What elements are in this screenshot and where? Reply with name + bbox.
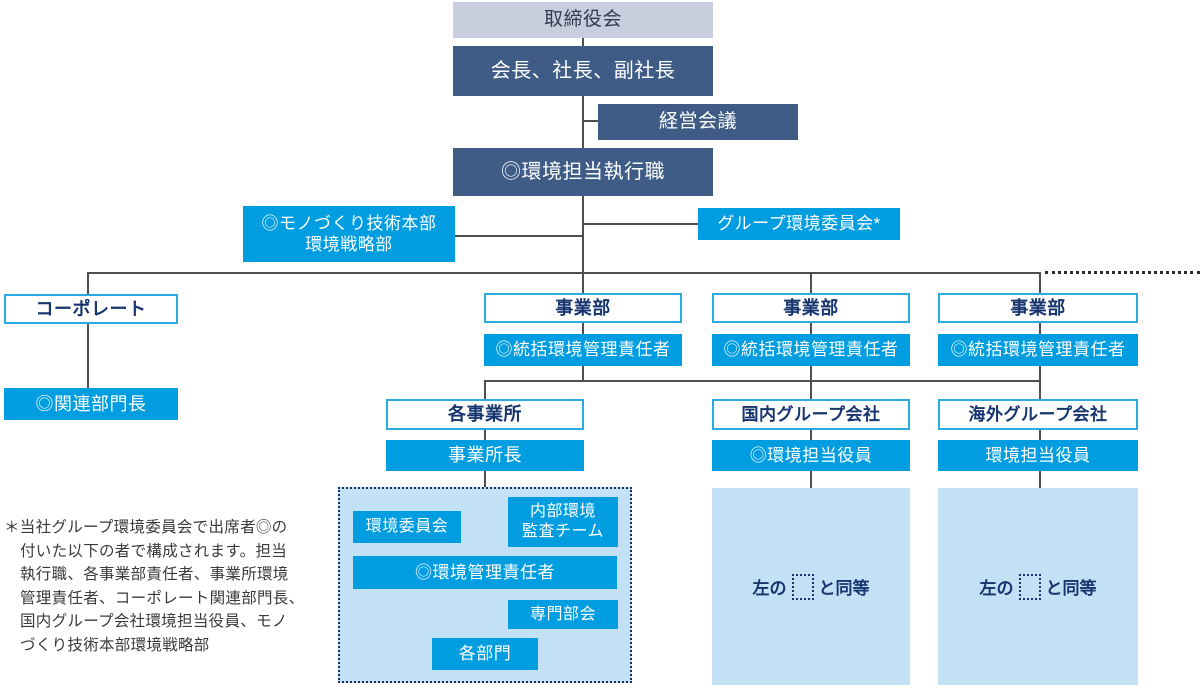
footnote-line: づくり技術本部環境戦略部 — [20, 636, 210, 654]
connector-line — [484, 380, 486, 399]
connector-line — [1039, 471, 1041, 488]
connector-line — [87, 324, 89, 388]
connector-line — [810, 323, 812, 334]
node-business-division-1: 事業部 — [484, 293, 682, 323]
node-group-env-committee: グループ環境委員会* — [698, 208, 900, 240]
node-site-manager: 事業所長 — [386, 440, 584, 471]
connector-line — [484, 380, 1041, 382]
node-expert-subcommittee: 専門部会 — [508, 600, 618, 629]
equivalence-prefix: 左の — [752, 579, 787, 598]
node-overseas-group-companies: 海外グループ会社 — [938, 399, 1138, 430]
equivalence-text: 左の と同等 — [979, 573, 1097, 600]
node-chief-env-manager-3: ◎統括環境管理責任者 — [938, 334, 1138, 366]
node-domestic-group-companies: 国内グループ会社 — [712, 399, 910, 430]
node-env-committee: 環境委員会 — [353, 511, 461, 543]
connector-line — [810, 366, 812, 400]
connector-line — [484, 430, 486, 440]
connector-line — [582, 96, 584, 148]
connector-line — [582, 323, 584, 334]
equivalence-suffix: と同等 — [1045, 579, 1097, 598]
connector-line — [1039, 366, 1041, 400]
node-corporate: コーポレート — [4, 294, 178, 324]
node-each-department: 各部門 — [432, 638, 538, 670]
node-chief-env-manager-1: ◎統括環境管理責任者 — [484, 334, 682, 366]
connector-line — [582, 120, 598, 122]
internal-audit-line2: 監査チーム — [521, 523, 605, 540]
connector-line — [1039, 430, 1041, 440]
connector-line — [582, 366, 584, 382]
dotted-box-icon — [791, 573, 814, 600]
dotted-box-icon — [1018, 573, 1041, 600]
monozukuri-line2: 環境戦略部 — [305, 235, 393, 254]
footnote-line: 執行職、各事業部責任者、事業所環境 — [20, 566, 289, 583]
node-board-of-directors: 取締役会 — [453, 2, 713, 38]
node-overseas-env-officer: 環境担当役員 — [938, 440, 1138, 471]
node-env-manager: ◎環境管理責任者 — [353, 556, 617, 589]
monozukuri-line1: ◎モノづくり技術本部 — [261, 213, 437, 233]
equivalence-text: 左の と同等 — [752, 573, 870, 600]
node-related-dept-head: ◎関連部門長 — [4, 388, 178, 420]
node-domestic-env-officer: ◎環境担当役員 — [712, 440, 910, 471]
connector-line — [582, 38, 584, 46]
connector-line — [87, 272, 1041, 274]
footnote-line: 付いた以下の者で構成されます。担当 — [20, 542, 288, 560]
connector-line — [455, 235, 582, 237]
footnote: ＊当社グループ環境委員会で出席者◎の 付いた以下の者で構成されます。担当 執行職… — [4, 516, 344, 657]
connector-line — [1039, 323, 1041, 334]
equivalence-prefix: 左の — [979, 579, 1014, 598]
panel-domestic-equivalent: 左の と同等 — [712, 488, 910, 685]
connector-line — [1039, 272, 1041, 293]
footnote-line: 国内グループ会社環境担当役員、モノ — [20, 613, 288, 630]
connector-line — [810, 272, 812, 293]
connector-line — [810, 471, 812, 488]
connector-line — [87, 272, 89, 294]
node-management-council: 経営会議 — [598, 104, 798, 140]
node-env-executive-officer: ◎環境担当執行職 — [453, 148, 713, 196]
node-internal-audit-team: 内部環境 監査チーム — [508, 497, 618, 547]
node-business-division-2: 事業部 — [712, 293, 910, 323]
footnote-line: ＊当社グループ環境委員会で出席者◎の — [4, 519, 288, 536]
connector-dotted-line — [1045, 271, 1200, 274]
connector-line — [810, 430, 812, 440]
node-each-site: 各事業所 — [386, 399, 584, 430]
panel-overseas-equivalent: 左の と同等 — [938, 488, 1138, 685]
node-monozukuri-env-strategy: ◎モノづくり技術本部 環境戦略部 — [243, 206, 455, 262]
node-chief-env-manager-2: ◎統括環境管理責任者 — [712, 334, 910, 366]
connector-line — [582, 196, 584, 274]
connector-line — [582, 223, 698, 225]
node-business-division-3: 事業部 — [938, 293, 1138, 323]
footnote-line: 管理責任者、コーポレート関連部門長、 — [20, 589, 305, 607]
node-chairman-president: 会長、社長、副社長 — [453, 46, 713, 96]
equivalence-suffix: と同等 — [818, 579, 870, 598]
internal-audit-line1: 内部環境 — [529, 503, 596, 520]
connector-line — [582, 272, 584, 293]
